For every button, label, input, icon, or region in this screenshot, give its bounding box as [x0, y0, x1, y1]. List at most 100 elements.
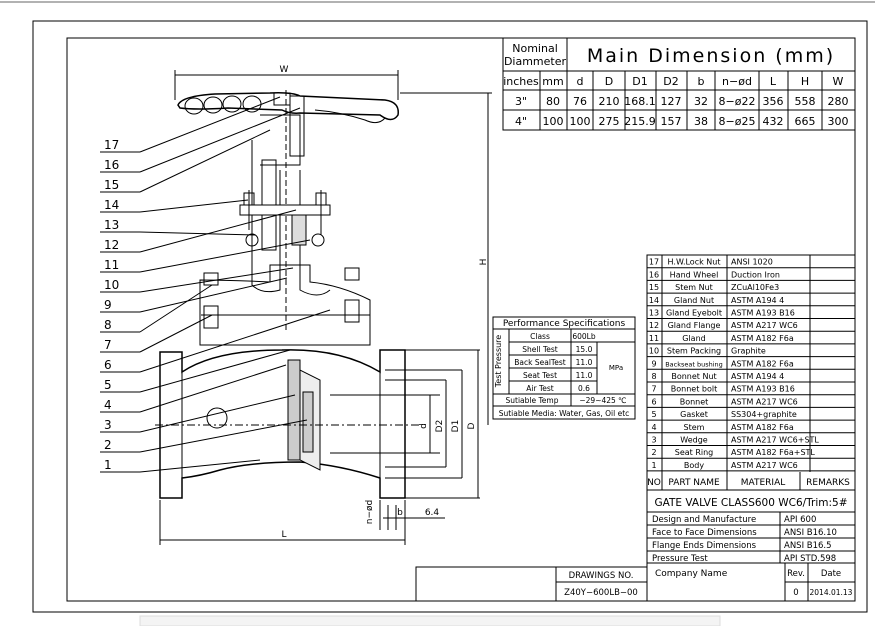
part-material: ANSI 1020 [731, 258, 773, 267]
parts-header-remarks: REMARKS [806, 478, 850, 488]
dimension-data-cell: 32 [694, 95, 708, 108]
callout-leader [139, 231, 256, 236]
part-number: 16 [649, 270, 659, 279]
dimension-data-cell: 432 [763, 115, 784, 128]
standard-value: API STD.598 [784, 554, 836, 564]
part-name: Stem Packing [667, 347, 721, 356]
part-number: 17 [649, 258, 659, 267]
callout-number: 14 [104, 198, 119, 212]
dimension-data-cell: 558 [795, 95, 816, 108]
part-name: Bonnet bolt [671, 385, 717, 394]
valve-body-drawing [155, 70, 492, 545]
callout-leader [139, 309, 331, 373]
callout-leader [139, 129, 271, 193]
performance-side-label: Test Pressure [494, 335, 503, 389]
part-material: ASTM A217 WC6 [731, 461, 798, 470]
performance-row-value: 11.0 [576, 358, 593, 367]
part-name: Stem [684, 423, 705, 432]
part-number: 4 [651, 423, 656, 432]
dim-label-d2: D2 [435, 420, 445, 433]
dim-label-thk: 6.4 [425, 508, 440, 518]
dimension-header-cell: H [801, 75, 809, 88]
part-name: Gland Flange [668, 321, 721, 330]
part-name: Gland [682, 334, 705, 343]
dimension-data-cell: 4" [515, 115, 527, 128]
callout-leader [139, 394, 296, 433]
standard-label: Flange Ends Dimensions [652, 541, 757, 551]
dimension-header-cell: D2 [663, 75, 678, 88]
dim-label-b: b [397, 508, 403, 518]
standard-label: Design and Manufacture [652, 515, 756, 525]
performance-temp-value: −29~425 ℃ [579, 396, 626, 405]
part-number: 7 [651, 385, 656, 394]
part-number: 11 [649, 334, 659, 343]
dimension-header-cell: mm [542, 75, 563, 88]
dim-label-l: L [281, 530, 286, 540]
dimension-header-cell: b [698, 75, 705, 88]
dim-label-d-small: d [419, 423, 429, 429]
part-material: ZCuAl10Fe3 [731, 283, 779, 292]
part-number: 5 [651, 410, 656, 419]
callout-leaders [100, 96, 331, 473]
callout-leader [139, 96, 281, 153]
part-number: 6 [651, 397, 656, 406]
callout-leader [139, 267, 294, 293]
dim-label-d: D [467, 422, 477, 429]
dimension-data-cell: 215.9 [624, 115, 656, 128]
dim-label-d1: D1 [451, 420, 461, 433]
dimension-data-cell: 127 [661, 95, 682, 108]
part-name: Gland Eyebolt [666, 309, 722, 318]
main-dimension-title: Main Dimension (mm) [587, 45, 835, 67]
callout-leader [139, 107, 301, 173]
callout-number: 6 [104, 358, 112, 372]
dimension-data-cell: 8−ø25 [719, 115, 756, 128]
callout-leader [139, 199, 249, 213]
dimension-data-cell: 275 [599, 115, 620, 128]
callout-leader [139, 349, 291, 393]
title-block [415, 489, 856, 602]
part-number: 2 [651, 448, 656, 457]
part-material: ASTM A217 WC6 [731, 321, 798, 330]
part-material: ASTM A194 4 [731, 296, 784, 305]
dimension-header-cell: d [577, 75, 584, 88]
standard-value: ANSI B16.5 [784, 541, 832, 551]
performance-row-label: Shell Test [522, 345, 558, 354]
parts-header-material: MATERIAL [741, 478, 786, 488]
callout-number: 17 [104, 138, 119, 152]
performance-row-label: Back SealTest [514, 358, 565, 367]
dimension-data-cell: 3" [515, 95, 527, 108]
part-material: ASTM A217 WC6+STL [731, 436, 819, 445]
callout-leader [139, 277, 288, 313]
dimension-data-cell: 8−ø22 [719, 95, 756, 108]
part-name: Gland Nut [674, 296, 714, 305]
part-name: Stem Nut [675, 283, 713, 292]
callout-leader [139, 419, 308, 453]
callout-leader [139, 239, 311, 273]
dimension-header-cell: D [605, 75, 613, 88]
date-label: Date [821, 569, 841, 579]
bottom-strip [139, 615, 721, 627]
dimension-data-cell: 210 [599, 95, 620, 108]
part-material: ASTM A193 B16 [731, 309, 795, 318]
part-name: Gasket [680, 410, 708, 419]
performance-title: Performance Specifications [503, 319, 626, 329]
rev-value: 0 [793, 588, 798, 598]
dimension-data-cell: 100 [543, 115, 564, 128]
part-material: ASTM A182 F6a [731, 359, 794, 368]
performance-row-label: Seat Test [523, 371, 557, 380]
part-material: ASTM A182 F6a [731, 334, 794, 343]
part-name: Bonnet [680, 397, 709, 406]
callout-leader [139, 459, 261, 473]
dimension-data-cell: 300 [828, 115, 849, 128]
dimension-data-cell: 280 [828, 95, 849, 108]
part-name: Body [684, 461, 704, 470]
dim-label-w: W [280, 65, 289, 75]
part-number: 13 [649, 309, 659, 318]
callout-number: 5 [104, 378, 112, 392]
part-number: 9 [651, 359, 656, 368]
